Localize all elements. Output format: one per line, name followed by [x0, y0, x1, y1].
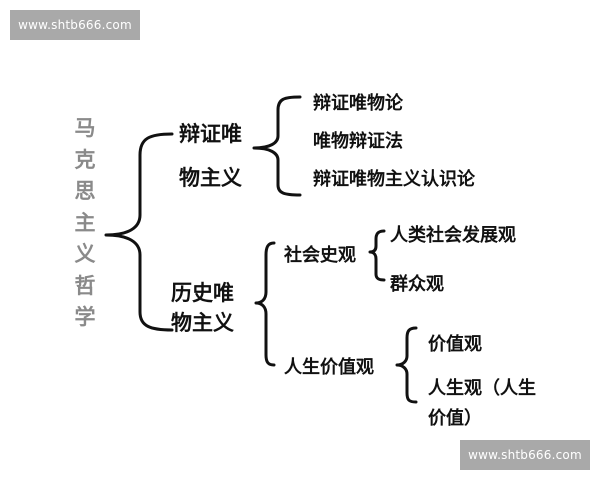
leaf-outlook-on-life: 人生观（人生: [428, 378, 536, 399]
branch-historical-line1: 历史唯: [171, 281, 234, 305]
root-title-char: 马: [74, 115, 96, 140]
branch-historical-line2: 物主义: [171, 311, 234, 335]
root-brace: [104, 132, 174, 332]
node-social-history-view: 社会史观: [284, 245, 356, 266]
leaf-materialist-dialectics: 唯物辩证法: [313, 131, 403, 152]
branch-dialectical-line2: 物主义: [179, 166, 242, 190]
root-title-char: 义: [74, 241, 96, 266]
watermark-bottom: www.shtb666.com: [460, 440, 590, 470]
root-title: 马 克 思 主 义 哲 学: [72, 112, 98, 333]
node-life-value-view: 人生价值观: [284, 357, 374, 378]
leaf-masses-view: 群众观: [390, 274, 444, 295]
root-title-char: 克: [74, 146, 96, 172]
social-history-brace: [368, 229, 386, 282]
leaf-value-view: 价值观: [428, 334, 482, 355]
root-title-char: 学: [74, 304, 96, 329]
historical-brace: [254, 241, 276, 367]
leaf-outlook-on-life-cont: 价值）: [428, 408, 482, 429]
root-title-char: 主: [74, 209, 96, 235]
watermark-top: www.shtb666.com: [10, 10, 140, 40]
dialectical-brace: [252, 95, 302, 197]
branch-dialectical-line1: 辩证唯: [179, 122, 242, 146]
leaf-social-development-view: 人类社会发展观: [390, 225, 516, 246]
root-title-char: 思: [74, 178, 96, 203]
leaf-dialectical-materialism: 辩证唯物论: [313, 93, 403, 114]
life-value-brace: [395, 326, 418, 404]
leaf-epistemology: 辩证唯物主义认识论: [313, 169, 475, 190]
root-title-char: 哲: [74, 272, 96, 298]
